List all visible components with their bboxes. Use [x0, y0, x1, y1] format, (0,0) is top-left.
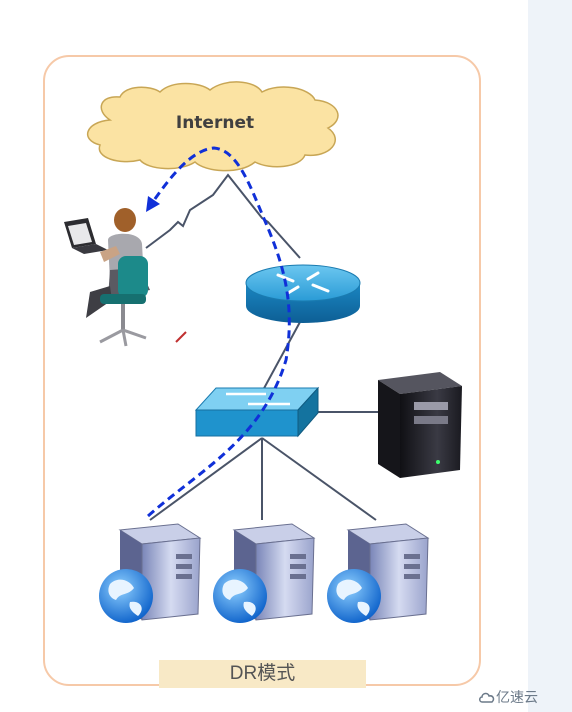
user-laptop-icon: [64, 208, 150, 347]
cloud-label: Internet: [175, 113, 255, 133]
watermark-text: 亿速云: [496, 689, 538, 705]
diagram-caption: DR模式: [229, 663, 296, 684]
web-server-icon: [327, 523, 430, 623]
pencil-cursor-icon: [175, 331, 187, 343]
traffic-flow-arrow: [146, 146, 291, 518]
caption-background: [159, 660, 366, 688]
switch-icon: [194, 386, 320, 438]
router-icon: [245, 264, 361, 323]
cloud-logo-icon: [479, 693, 495, 704]
server-tower-icon: [378, 372, 462, 478]
web-server-icon: [213, 523, 316, 623]
web-server-icon: [99, 523, 202, 623]
network-diagram: [64, 81, 462, 623]
watermark: 亿速云: [478, 686, 572, 708]
right-sidebar: [528, 0, 572, 712]
cloud-icon: [86, 81, 339, 172]
network-links: [145, 173, 380, 521]
